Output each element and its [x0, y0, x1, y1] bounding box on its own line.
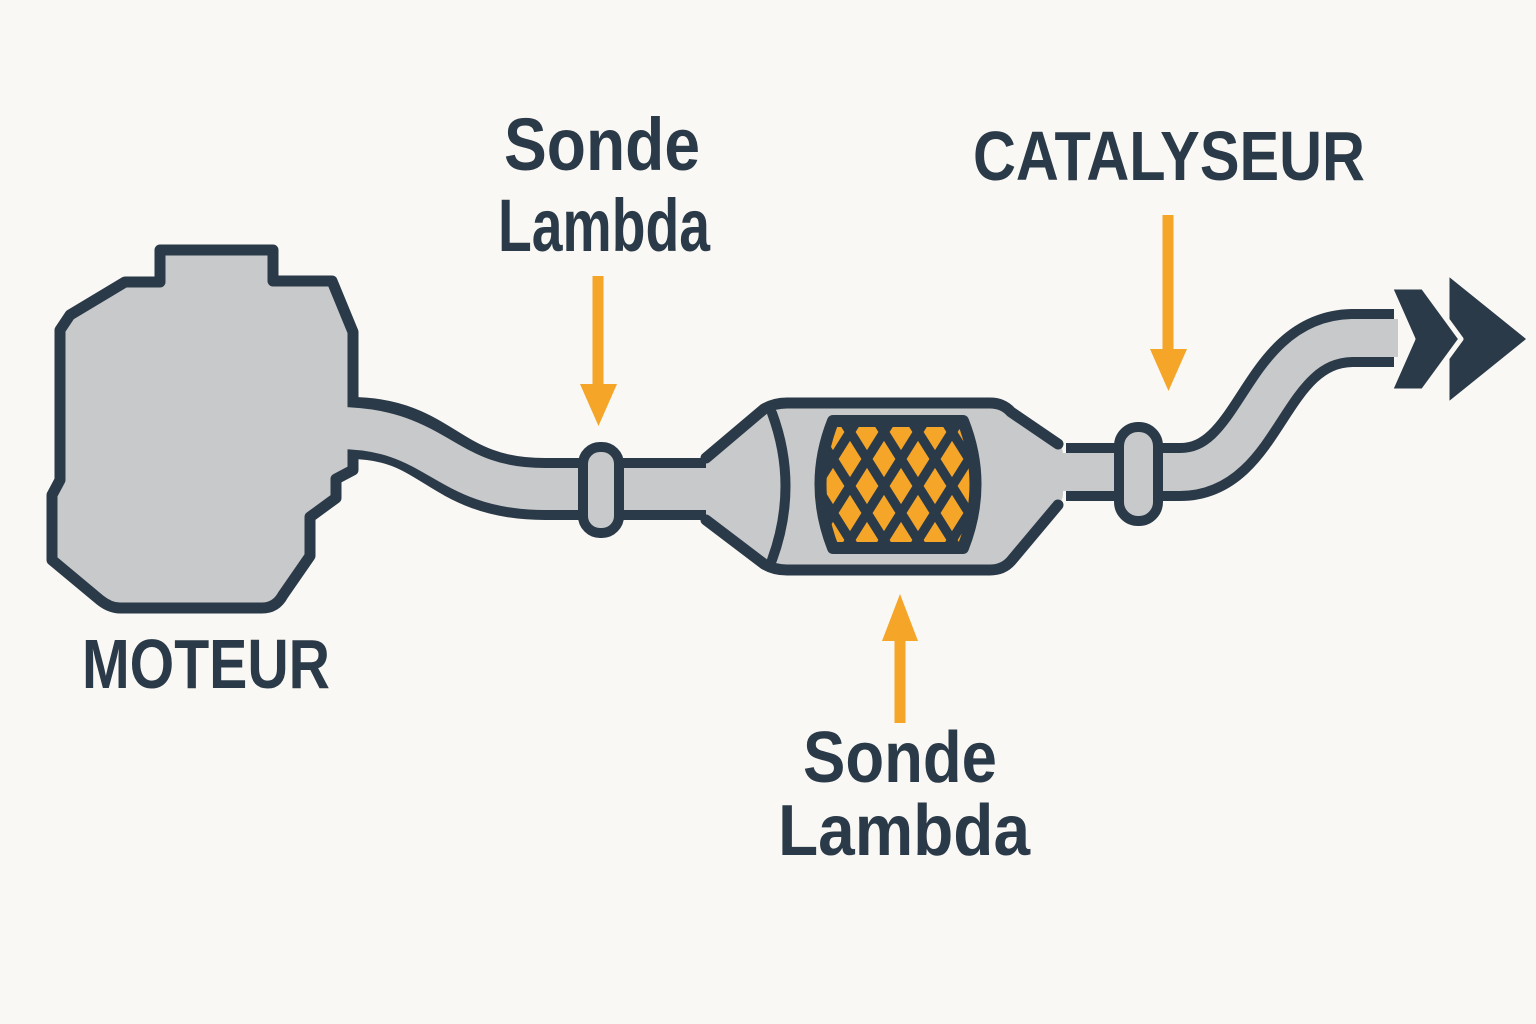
- downstream-sensor-label-line1: Sonde: [803, 718, 997, 798]
- rear-exhaust-pipe: [1050, 319, 1398, 491]
- downstream-sensor-label-line2: Lambda: [778, 791, 1031, 871]
- engine-block-shape: [46, 244, 359, 614]
- catalyst-label: CATALYSEUR: [973, 117, 1365, 195]
- upstream-sensor-arrow-down-icon: [580, 276, 617, 426]
- catalyst-mesh: [814, 415, 982, 554]
- catalyst-arrow-down-icon: [1150, 215, 1187, 391]
- front-exhaust-pipe: [336, 407, 748, 510]
- converter-endcap-arc: [767, 408, 791, 565]
- exhaust-flow-arrow-chevron: [1387, 284, 1464, 394]
- downstream-sensor-label: Sonde Lambda: [778, 718, 1031, 871]
- lambda-sensor-upstream: [578, 442, 624, 538]
- catalytic-converter-outline: [700, 397, 1064, 576]
- engine-label: MOTEUR: [82, 625, 330, 703]
- pipe-clamp-downstream: [1114, 422, 1163, 526]
- upstream-sensor-label-line2: Lambda: [498, 184, 711, 267]
- upstream-sensor-label: Sonde Lambda: [498, 103, 711, 267]
- downstream-sensor-arrow-up-icon: [882, 594, 918, 723]
- upstream-sensor-label-line1: Sonde: [504, 103, 700, 186]
- exhaust-flow-arrow-icon: [1387, 269, 1533, 409]
